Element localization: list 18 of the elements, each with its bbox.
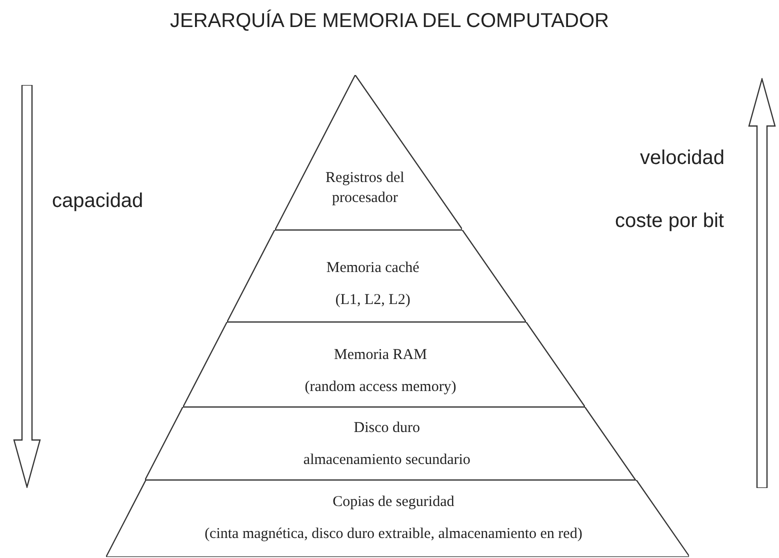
- layer-title: Memoria RAM: [333, 346, 428, 365]
- axis-label: capacidad: [52, 190, 144, 213]
- pyramid-layer: [106, 480, 690, 557]
- axis-label: velocidad: [640, 147, 725, 170]
- title: JERARQUÍA DE MEMORIA DEL COMPUTADOR: [169, 10, 610, 33]
- pyramid-layer: [274, 75, 462, 230]
- layer-description: almacenamiento secundario: [302, 451, 472, 470]
- layer-title: Copias de seguridad: [332, 493, 456, 512]
- layer-description: (L1, L2, L2): [334, 291, 412, 310]
- axis-label: coste por bit: [615, 210, 724, 233]
- pyramid-layer: [227, 230, 526, 322]
- layer-description: (random access memory): [304, 378, 458, 397]
- layer-title: Registros del procesador: [324, 169, 406, 208]
- layer-title: Memoria caché: [325, 259, 420, 278]
- layer-title: Disco duro: [352, 419, 422, 438]
- layer-description: (cinta magnética, disco duro extraible, almacenamiento en red): [204, 525, 584, 544]
- pyramid-layer: [145, 407, 636, 480]
- pyramid-layer: [183, 322, 586, 407]
